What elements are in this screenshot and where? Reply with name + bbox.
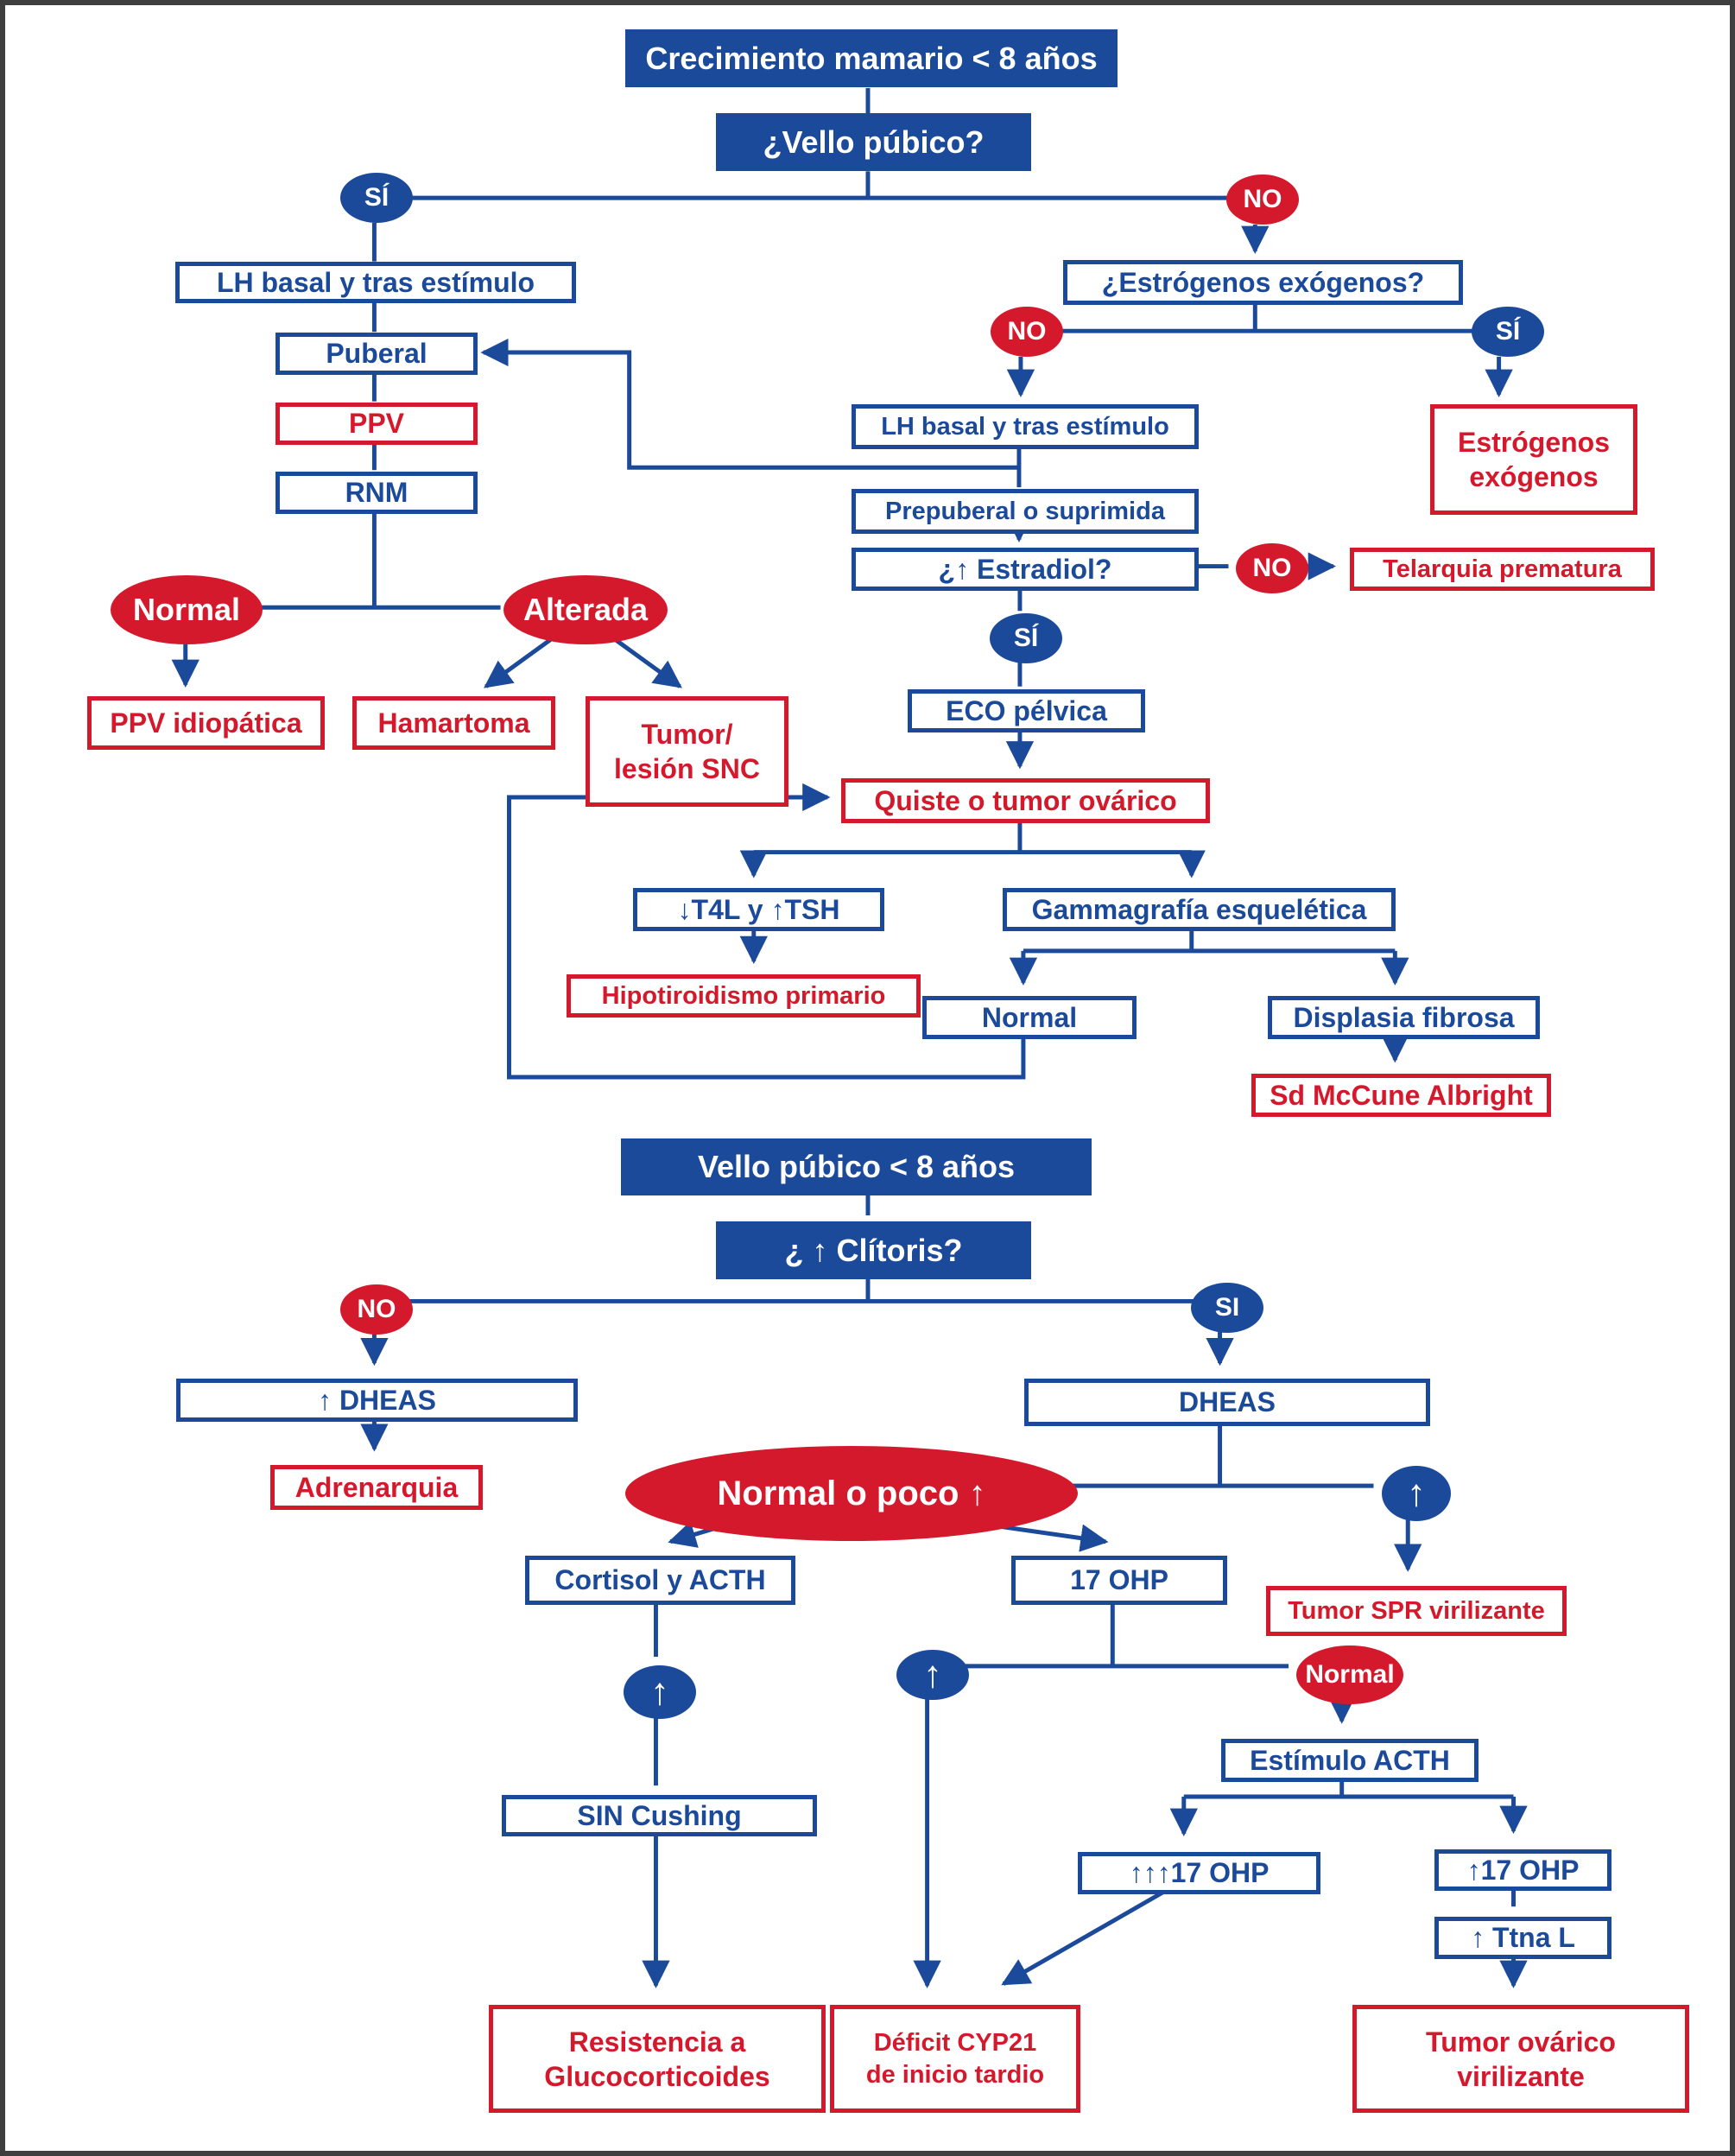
branch-si-1: SÍ — [340, 173, 413, 223]
flow-arrow — [610, 635, 682, 688]
node-lh-basal-right: LH basal y tras estímulo — [852, 404, 1199, 449]
node-estrogenos-exogenos-line1: Estrógenos — [1457, 427, 1611, 458]
node-question-clitoris: ¿ ↑ Clítoris? — [716, 1221, 1031, 1279]
node-tumor-spr-virilizante: Tumor SPR virilizante — [1266, 1586, 1567, 1636]
node-sin-cushing: SIN Cushing — [502, 1795, 817, 1836]
connector-layer — [171, 87, 1528, 1988]
node-quiste-o-tumor-ovarico: Quiste o tumor ovárico — [841, 778, 1210, 823]
node-header-vello-pubico: Vello púbico < 8 años — [621, 1138, 1092, 1195]
node-dheas: DHEAS — [1024, 1379, 1430, 1426]
feedback-to-puberal — [480, 338, 1019, 470]
node-deficit-cyp21-line2: de inicio tardio — [865, 2060, 1045, 2089]
flow-arrow — [1001, 1882, 1179, 1986]
node-telarquia-prematura: Telarquia prematura — [1350, 548, 1655, 591]
node-adrenarquia: Adrenarquia — [270, 1465, 483, 1510]
node-ppv-idiopatica: PPV idiopática — [87, 696, 325, 750]
node-tumor-ovarico-virilizante: Tumor ovárico virilizante — [1352, 2005, 1689, 2113]
node-gammagrafia-esqueletica: Gammagrafía esquelética — [1003, 888, 1396, 931]
node-estrogenos-exogenos-line2: exógenos — [1469, 461, 1599, 492]
node-t4l-tsh: ↓T4L y ↑TSH — [633, 888, 884, 931]
node-resistencia-line2: Glucocorticoides — [544, 2060, 770, 2092]
flow-arrow — [484, 635, 556, 688]
node-tumor-ovarico-line1: Tumor ovárico — [1426, 2026, 1616, 2058]
node-cortisol-y-acth: Cortisol y ACTH — [525, 1556, 795, 1605]
node-question-estradiol: ¿↑ Estradiol? — [852, 548, 1199, 591]
node-lh-basal-left: LH basal y tras estímulo — [175, 262, 576, 303]
node-puberal: Puberal — [275, 333, 478, 375]
node-estrogenos-exogenos-result: Estrógenos exógenos — [1430, 404, 1637, 515]
node-estimulo-acth: Estímulo ACTH — [1221, 1739, 1479, 1782]
branch-elevada-dheas: ↑ — [1382, 1466, 1451, 1521]
branch-elevado-cortisol: ↑ — [624, 1665, 696, 1719]
node-eco-pelvica: ECO pélvica — [908, 689, 1145, 732]
branch-si-2: SÍ — [1472, 307, 1544, 357]
node-ppv: PPV — [275, 403, 478, 445]
node-question-vello-pubico: ¿Vello púbico? — [716, 113, 1031, 171]
branch-no-3: NO — [1236, 543, 1308, 593]
node-tumor-lesion-snc-line1: Tumor/ — [641, 719, 733, 750]
node-17ohp-elevada: ↑17 OHP — [1434, 1849, 1612, 1891]
node-dheas-elevada: ↑ DHEAS — [176, 1379, 578, 1422]
node-sd-mccune-albright: Sd McCune Albright — [1251, 1074, 1551, 1117]
node-hamartoma: Hamartoma — [352, 696, 555, 750]
node-tumor-lesion-snc: Tumor/ lesión SNC — [586, 696, 788, 807]
branch-normal-rnm: Normal — [111, 575, 263, 644]
node-rnm: RNM — [275, 472, 478, 514]
node-resistencia-glucocorticoides: Resistencia a Glucocorticoides — [489, 2005, 826, 2113]
branch-normal-17ohp: Normal — [1296, 1646, 1403, 1704]
node-resistencia-line1: Resistencia a — [568, 2026, 746, 2058]
branch-elevado-17ohp: ↑ — [896, 1650, 969, 1700]
branch-alterada-rnm: Alterada — [503, 575, 668, 644]
node-header-crecimiento-mamario: Crecimiento mamario < 8 años — [625, 29, 1118, 87]
node-question-estrogenos-exogenos: ¿Estrógenos exógenos? — [1063, 260, 1463, 305]
node-ttna-l-elevada: ↑ Ttna L — [1434, 1917, 1612, 1959]
branch-normal-o-poco-elevada: Normal o poco ↑ — [625, 1446, 1078, 1541]
node-17-ohp: 17 OHP — [1011, 1556, 1227, 1605]
node-displasia-fibrosa: Displasia fibrosa — [1268, 996, 1540, 1039]
node-gammagrafia-normal: Normal — [922, 996, 1137, 1039]
branch-si-4: SI — [1191, 1283, 1263, 1333]
branch-no-4: NO — [340, 1284, 413, 1335]
node-deficit-cyp21-line1: Déficit CYP21 — [873, 2029, 1037, 2058]
node-deficit-cyp21: Déficit CYP21 de inicio tardio — [830, 2005, 1080, 2113]
branch-no-1: NO — [1226, 174, 1299, 225]
node-hipotiroidismo-primario: Hipotiroidismo primario — [567, 974, 921, 1018]
node-tumor-ovarico-line2: virilizante — [1457, 2060, 1585, 2092]
node-17ohp-muy-elevada: ↑↑↑17 OHP — [1078, 1852, 1320, 1894]
node-prepuberal-o-suprimida: Prepuberal o suprimida — [852, 489, 1199, 534]
node-tumor-lesion-snc-line2: lesión SNC — [614, 753, 760, 784]
branch-no-2: NO — [991, 307, 1063, 357]
branch-si-3: SÍ — [990, 613, 1062, 663]
